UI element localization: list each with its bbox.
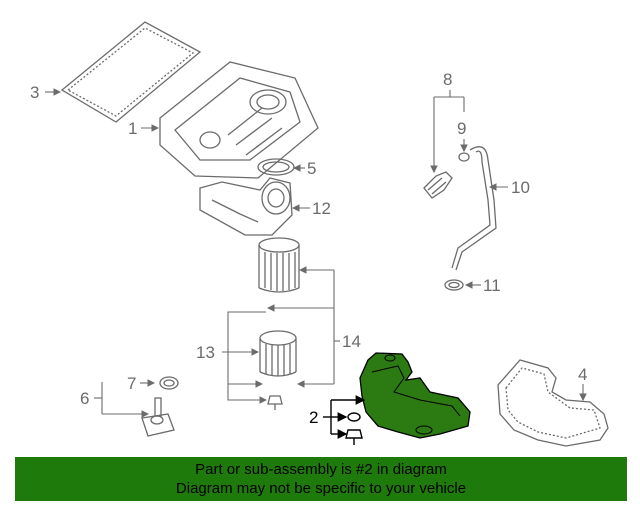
pan-gasket-part <box>497 359 609 447</box>
callout-6: 6 <box>80 389 89 408</box>
oil-level-sensor-part <box>141 397 175 437</box>
callout-8: 8 <box>443 70 452 89</box>
oil-pan-lower-highlighted-part <box>359 352 471 439</box>
callout-3: 3 <box>30 83 39 102</box>
dipstick-tube-part <box>451 146 497 271</box>
bracket-2 <box>323 395 366 439</box>
callout-10: 10 <box>511 178 530 197</box>
filter-element-part <box>258 237 300 293</box>
bracket-6 <box>94 382 150 418</box>
tube-oring-part <box>444 279 464 291</box>
notice-banner: Part or sub-assembly is #2 in diagram Di… <box>15 457 627 501</box>
filter-housing-part <box>199 177 293 236</box>
callout-7: 7 <box>127 374 136 393</box>
gasket-part <box>60 21 202 123</box>
callout-5: 5 <box>307 159 316 178</box>
parts-diagram: 3 1 5 12 14 <box>30 21 609 447</box>
seal-ring-part <box>257 158 295 176</box>
callout-9: 9 <box>457 119 466 138</box>
notice-line-1: Part or sub-assembly is #2 in diagram <box>195 461 447 478</box>
drain-plug-part <box>345 429 363 445</box>
callout-1: 1 <box>128 119 137 138</box>
oil-pan-upper-part <box>159 61 319 179</box>
callout-4: 4 <box>578 365 587 384</box>
callout-13: 13 <box>196 343 215 362</box>
bracket-14 <box>266 266 340 388</box>
dipstick-handle-part <box>423 171 453 199</box>
callout-12: 12 <box>312 199 331 218</box>
callout-14: 14 <box>342 332 361 351</box>
sensor-oring-part <box>159 376 179 390</box>
callout-2: 2 <box>309 408 318 427</box>
bracket-13 <box>227 311 268 404</box>
notice-line-2: Diagram may not be specific to your vehi… <box>175 480 467 497</box>
callout-11: 11 <box>483 276 501 295</box>
filter-cap-part <box>259 330 297 377</box>
bracket-8 <box>430 90 465 174</box>
drain-washer-part <box>347 412 361 422</box>
dipstick-seal-part <box>458 152 470 162</box>
drain-bolt-small-part <box>267 395 283 410</box>
